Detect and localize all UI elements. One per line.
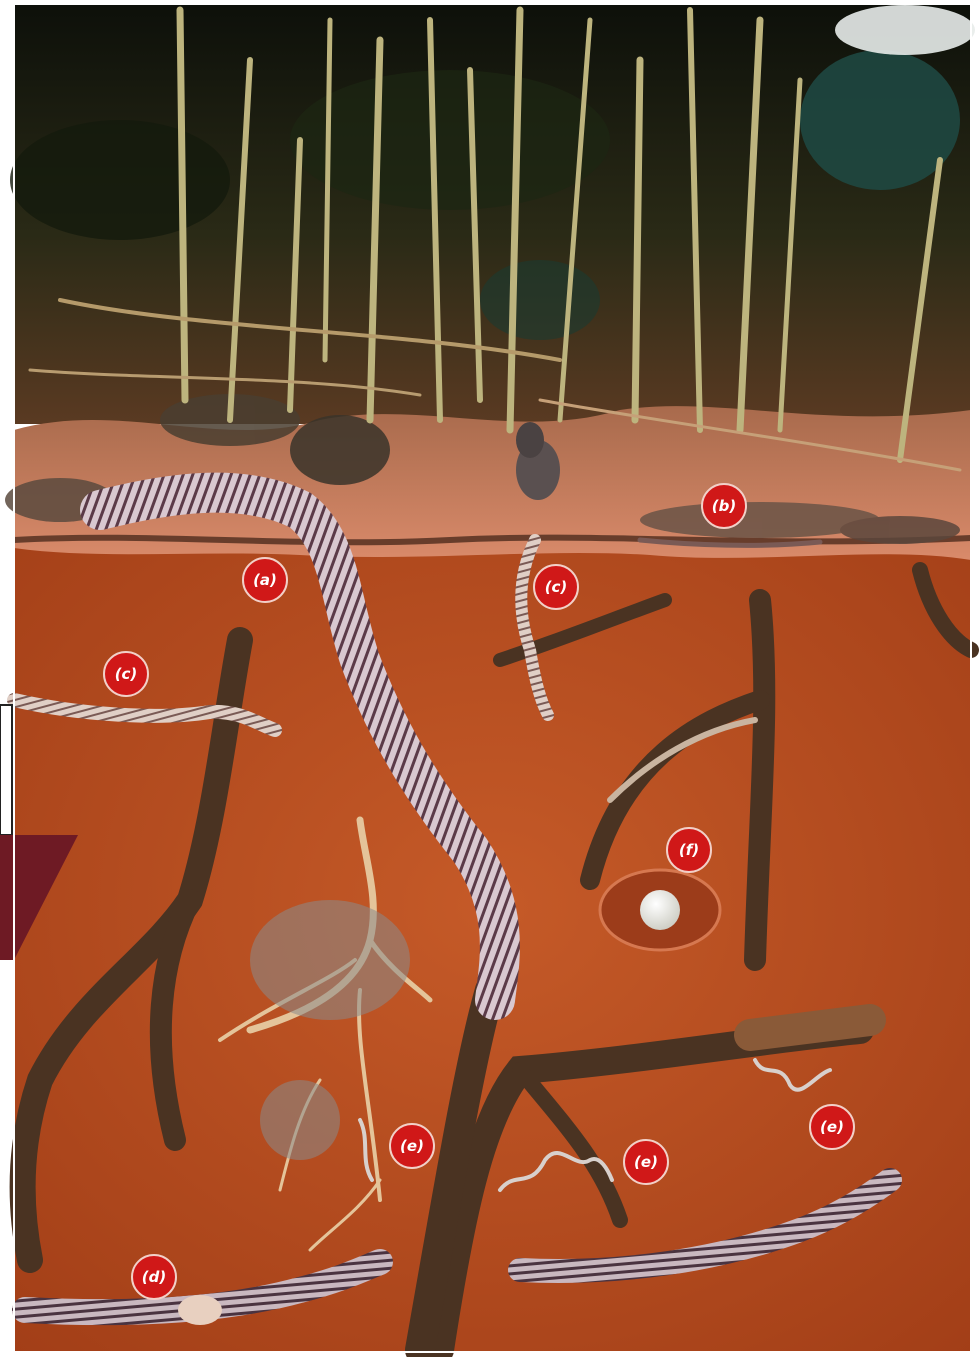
marker-c-center: (c): [534, 565, 578, 609]
left-frame-outline: [0, 705, 12, 835]
worm-d-clitellum: [178, 1295, 222, 1325]
marker-d: (d): [132, 1255, 176, 1299]
marker-e-right-label: (e): [820, 1118, 844, 1136]
marker-b: (b): [702, 484, 746, 528]
segmented-worm-burrow: [750, 1020, 870, 1035]
marker-f-label: (f): [679, 841, 699, 859]
marker-a-label: (a): [253, 571, 277, 589]
marker-c-left: (c): [104, 652, 148, 696]
pale-leaf: [835, 5, 975, 55]
marker-e-left: (e): [390, 1124, 434, 1168]
marker-e-center: (e): [624, 1140, 668, 1184]
marker-a: (a): [243, 558, 287, 602]
marker-b-label: (b): [712, 497, 736, 515]
worm-cocoon-egg: [640, 890, 680, 930]
marker-e-right: (e): [810, 1105, 854, 1149]
marker-c-left-label: (c): [115, 665, 138, 683]
marker-d-label: (d): [142, 1268, 166, 1286]
marker-c-center-label: (c): [545, 578, 568, 596]
marker-e-center-label: (e): [634, 1153, 658, 1171]
marker-f: (f): [667, 828, 711, 872]
marker-e-left-label: (e): [400, 1137, 424, 1155]
